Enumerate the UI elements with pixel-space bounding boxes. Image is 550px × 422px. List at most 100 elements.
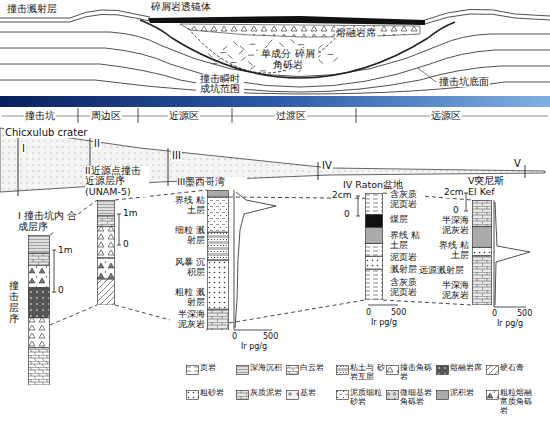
stratum bbox=[207, 197, 228, 232]
legend-sample bbox=[236, 390, 249, 400]
illustration-part bbox=[356, 216, 360, 217]
axis-label: 0 bbox=[365, 309, 372, 318]
legend-swatch bbox=[287, 391, 299, 400]
illustration-part bbox=[117, 245, 121, 246]
axis-label: Ir pg/g bbox=[496, 320, 524, 329]
illustration-part bbox=[234, 190, 272, 330]
legend-text: 基岩 bbox=[300, 389, 335, 398]
lithology-label: 含灰质 泥页岩 bbox=[389, 190, 425, 210]
column-title: II近源点撞击 近源层序 (UNAM-5) bbox=[85, 166, 149, 197]
breccia-dash bbox=[231, 62, 237, 63]
lithology-label: 半深海 泥灰岩 bbox=[170, 310, 206, 330]
legend-sample bbox=[486, 390, 499, 400]
melt-sheet bbox=[148, 16, 425, 25]
axis-label: 500 bbox=[516, 310, 533, 319]
legend-item: 基岩 bbox=[286, 389, 336, 417]
site-number: V bbox=[513, 158, 522, 169]
stratum bbox=[472, 248, 491, 256]
axis-label: 0 bbox=[231, 333, 238, 342]
site-number: III bbox=[171, 150, 182, 161]
stratum bbox=[97, 279, 114, 305]
lithology-label: 粗粒 溅射层 bbox=[170, 288, 206, 308]
stratum bbox=[28, 265, 49, 287]
breccia-marks bbox=[208, 39, 338, 72]
breccia-dash bbox=[241, 57, 246, 61]
legend-text: 熔融岩席 bbox=[450, 364, 485, 373]
legend-item: 白云岩 bbox=[286, 364, 336, 392]
illustration-part bbox=[138, 108, 139, 123]
legend-sample bbox=[486, 365, 499, 375]
lens-body bbox=[180, 24, 420, 37]
legend-text: 硬石膏 bbox=[500, 364, 535, 373]
legend-item: 灰质泥岩 bbox=[236, 389, 286, 417]
lithology-label: 细粒 溅射层 bbox=[170, 226, 206, 246]
lithology-label: 半深海 泥灰岩 bbox=[432, 216, 470, 236]
breccia-dash bbox=[250, 44, 256, 45]
lithology-label: 界线 粘土层 bbox=[432, 241, 470, 261]
strata-column: I 撞击坑内 合成层序 bbox=[28, 235, 50, 385]
breccia-dash bbox=[327, 54, 333, 55]
breccia-dash bbox=[248, 55, 254, 56]
stratum bbox=[207, 232, 228, 260]
zone-label: 过渡区 bbox=[275, 110, 307, 121]
axis-label: 500 bbox=[390, 309, 407, 318]
breccia-dash bbox=[211, 63, 217, 64]
stratum bbox=[207, 260, 228, 309]
transient-crater bbox=[188, 28, 345, 73]
legend-swatch bbox=[487, 391, 499, 400]
legend-text: 灰质泥岩 bbox=[250, 389, 285, 398]
column-title: V突尼斯 El Kef bbox=[468, 176, 512, 197]
stratum bbox=[97, 227, 114, 258]
legend-item: 粗粒熔融 富质角砾岩 bbox=[486, 389, 536, 417]
stratum bbox=[28, 348, 49, 385]
illustration-part bbox=[466, 193, 467, 211]
legend-swatch bbox=[237, 366, 249, 375]
strata-column: III墨西哥湾 bbox=[207, 190, 229, 330]
zone-label: 远源区 bbox=[430, 110, 462, 121]
lithology-label: 远源溅射层 bbox=[418, 266, 465, 276]
illustration-part bbox=[52, 250, 56, 251]
layer-label: 碎屑岩透镜体 bbox=[150, 1, 212, 12]
stratum bbox=[207, 309, 228, 330]
stratum bbox=[28, 318, 49, 348]
illustration-part bbox=[425, 14, 550, 24]
stratum bbox=[207, 190, 228, 197]
correlation-line bbox=[229, 300, 365, 323]
legend-item: 深海沉积 bbox=[236, 364, 286, 392]
illustration-part bbox=[168, 148, 169, 186]
illustration-part bbox=[235, 192, 276, 328]
scale-label: 2cm bbox=[443, 188, 464, 198]
stratum bbox=[472, 227, 491, 248]
crater-name: Chicxulub crater bbox=[4, 127, 88, 138]
scale-label: 0 bbox=[122, 240, 130, 250]
layer-label: 熔融岩席 bbox=[335, 27, 377, 38]
breccia-dash bbox=[231, 65, 236, 69]
breccia-dash bbox=[260, 70, 266, 71]
breccia-dash bbox=[233, 42, 238, 46]
breccia-dash bbox=[279, 43, 284, 47]
breccia-dash bbox=[318, 45, 323, 49]
axis-label: Ir pg/g bbox=[370, 319, 398, 328]
breccia-dash bbox=[240, 46, 245, 50]
column-strata bbox=[28, 235, 50, 385]
stratum bbox=[28, 253, 49, 265]
breccia-dash bbox=[217, 58, 222, 62]
site-number: I bbox=[21, 143, 26, 154]
breccia-dash bbox=[239, 50, 244, 54]
legend-swatch bbox=[437, 366, 449, 375]
stratum bbox=[28, 235, 49, 253]
stratum bbox=[472, 256, 491, 305]
axis-label: 500 bbox=[262, 333, 279, 342]
illustration-part bbox=[78, 108, 79, 123]
breccia-dash bbox=[319, 60, 324, 64]
legend-text: 泥质细粒砂岩 bbox=[350, 389, 385, 407]
legend-swatch bbox=[287, 366, 299, 375]
stratum bbox=[365, 244, 382, 256]
scale-label: 0 bbox=[343, 210, 351, 220]
zone-label: 撞击坑 bbox=[24, 110, 56, 121]
strata-column: II近源点撞击 近源层序 (UNAM-5) bbox=[97, 200, 115, 305]
scale-label: 1m bbox=[122, 209, 139, 219]
column-strata bbox=[365, 193, 383, 300]
legend-swatch bbox=[387, 391, 399, 400]
stratum bbox=[97, 216, 114, 226]
